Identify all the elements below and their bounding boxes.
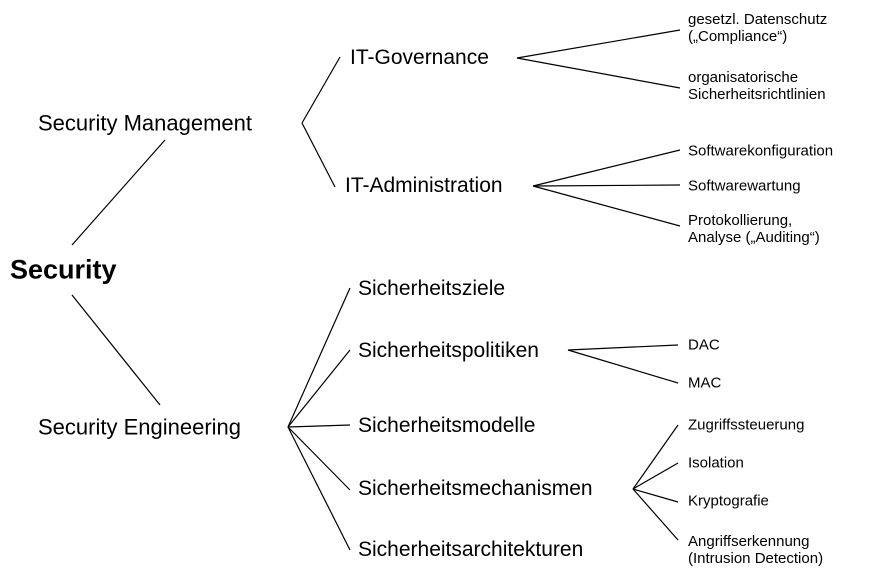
edge-eng-mechanismen [287,426,351,491]
node-security-engineering: Security Engineering [38,414,242,440]
leaf-protokollierung: Protokollierung, Analyse („Auditing“) [688,212,820,247]
node-security-management: Security Management [38,110,252,136]
edge-eng-modelle [287,424,351,428]
leaf-line: gesetzl. Datenschutz [688,10,828,28]
node-it-administration: IT-Administration [345,173,503,197]
edge-eng-politiken [287,349,351,428]
leaf-richtlinien: organisatorische Sicherheitsrichtlinien [688,69,826,104]
node-sicherheitsmechanismen: Sicherheitsmechanismen [358,476,593,500]
edge-admin-protokollierung [532,185,681,227]
edge-eng-ziele [287,287,351,428]
leaf-kryptografie: Kryptografie [688,492,769,510]
edge-root-engineering [71,294,161,406]
edge-mech-isolation [632,462,679,490]
leaf-mac: MAC [688,374,722,392]
leaf-zugriffssteuerung: Zugriffssteuerung [688,416,805,434]
edge-governance-richtlinien [516,57,681,89]
edge-management-administration [301,122,336,188]
leaf-line: Sicherheitsrichtlinien [688,86,826,103]
edge-admin-konfiguration [532,149,681,187]
node-sicherheitsmodelle: Sicherheitsmodelle [358,413,536,437]
leaf-line: Analyse („Auditing“) [688,229,820,246]
leaf-dac: DAC [688,336,720,354]
edge-mech-krypto [632,488,679,503]
edge-root-management [71,139,166,246]
edge-mech-angriff [632,488,679,541]
leaf-line: (Intrusion Detection) [688,550,824,567]
edge-governance-datenschutz [516,29,681,59]
node-sicherheitsarchitekturen: Sicherheitsarchitekturen [358,537,584,561]
edge-admin-wartung [532,184,681,187]
leaf-line: organisatorische [688,68,799,86]
edge-mech-zugriff [632,424,679,490]
edge-politiken-mac [567,349,679,384]
leaf-softwarewartung: Softwarewartung [688,177,801,195]
edge-management-governance [301,56,341,124]
node-sicherheitsziele: Sicherheitsziele [358,276,506,300]
node-security: Security [10,254,117,285]
leaf-isolation: Isolation [688,454,744,472]
leaf-line: („Compliance“) [688,28,788,45]
leaf-datenschutz: gesetzl. Datenschutz („Compliance“) [688,11,827,46]
leaf-angriffserkennung: Angriffserkennung (Intrusion Detection) [688,533,823,568]
leaf-line: Angriffserkennung [688,532,810,550]
leaf-softwarekonfiguration: Softwarekonfiguration [688,142,834,160]
node-it-governance: IT-Governance [350,45,489,69]
edge-eng-architekturen [287,426,351,551]
edge-politiken-dac [567,344,679,351]
node-sicherheitspolitiken: Sicherheitspolitiken [358,338,539,362]
leaf-line: Protokollierung, [688,211,793,229]
